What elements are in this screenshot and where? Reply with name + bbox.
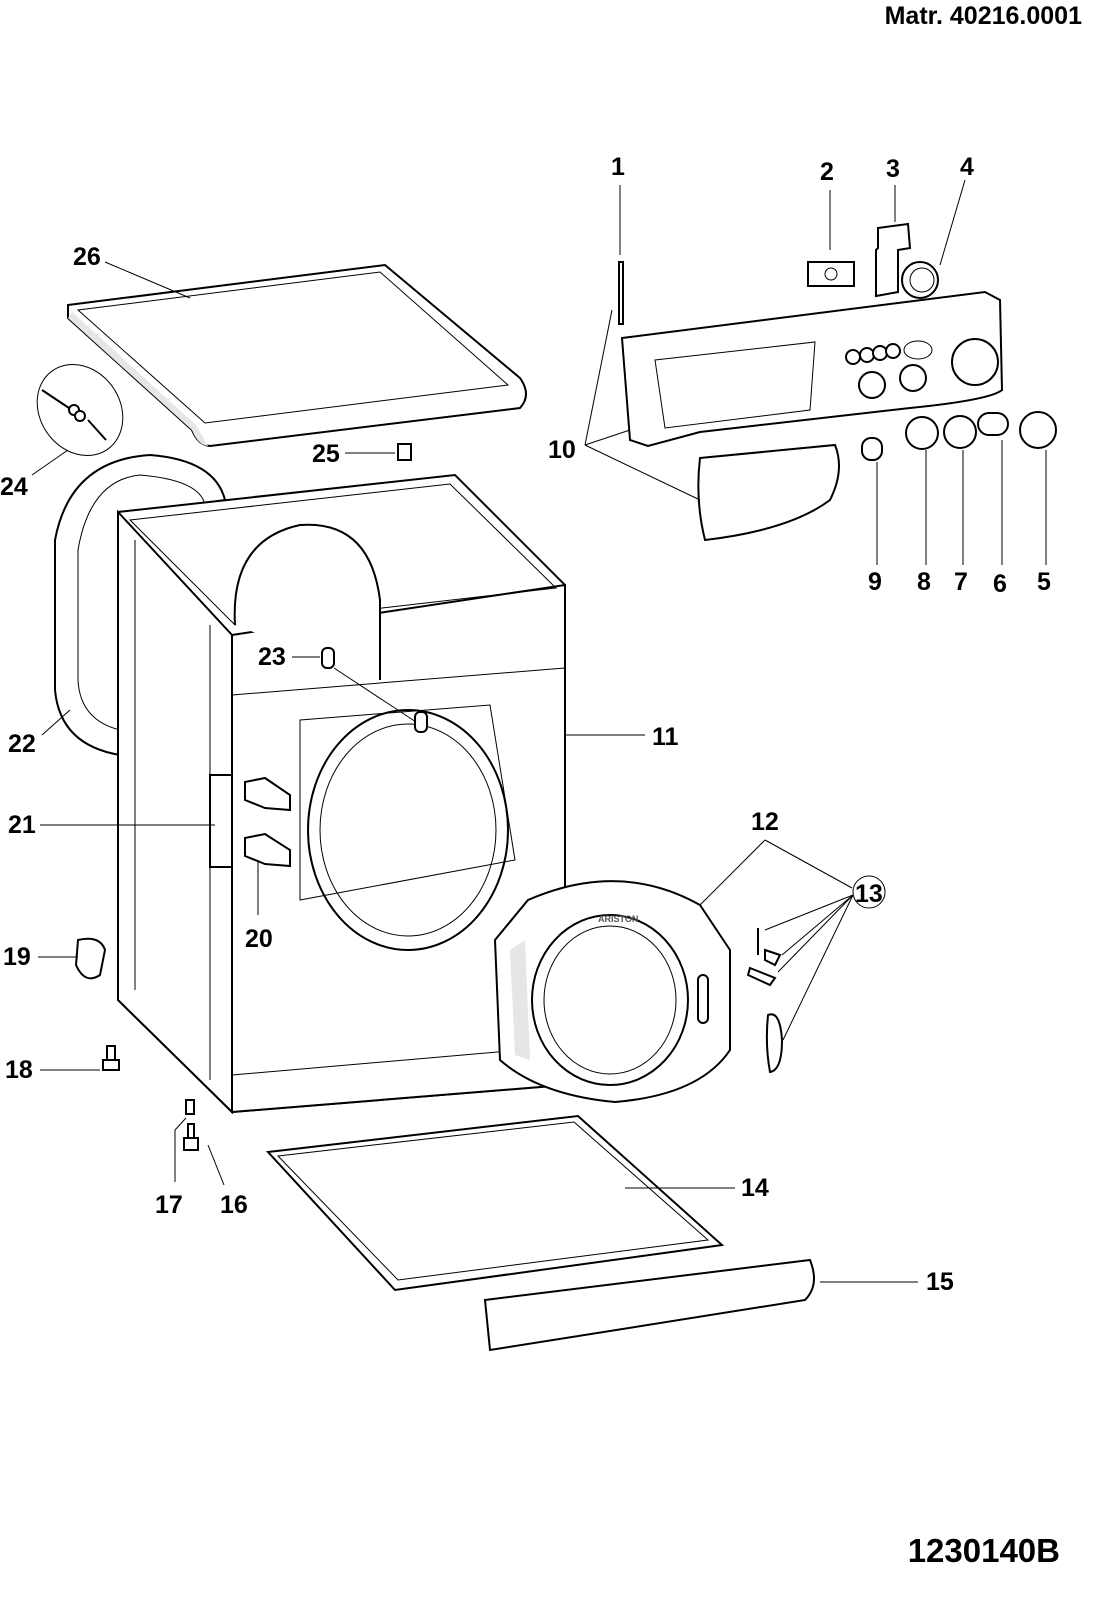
callout-13: 13	[855, 880, 883, 908]
foot-18	[102, 1045, 120, 1071]
callout-19: 19	[3, 943, 31, 971]
callout-2: 2	[820, 158, 834, 186]
callout-15: 15	[926, 1268, 954, 1296]
rear-gasket	[54, 453, 227, 757]
kickplate	[483, 1258, 815, 1352]
foot-16-17	[183, 1099, 199, 1151]
callout-6: 6	[993, 570, 1007, 598]
callout-4: 4	[960, 153, 974, 181]
callout-23: 23	[258, 643, 286, 671]
bracket-3	[875, 222, 912, 298]
callout-18: 18	[5, 1056, 33, 1084]
door-hinge-parts	[746, 875, 886, 1074]
callout-12: 12	[751, 808, 779, 836]
callout-1: 1	[611, 153, 625, 181]
leader-lines	[31, 179, 1047, 1283]
hinges	[244, 776, 291, 868]
callout-14: 14	[741, 1174, 769, 1202]
callout-5: 5	[1037, 568, 1051, 596]
part-19	[74, 937, 107, 980]
callout-21: 21	[8, 811, 36, 839]
control-panel	[620, 290, 1057, 542]
callout-10: 10	[548, 436, 576, 464]
callout-24: 24	[0, 473, 28, 501]
ring-4	[901, 261, 939, 299]
side-bracket	[209, 774, 233, 868]
worktop-panel	[265, 1114, 725, 1292]
door-brand: ARISTON	[598, 914, 638, 924]
callout-3: 3	[886, 155, 900, 183]
clip-part	[397, 443, 412, 461]
screw-kit	[36, 363, 124, 457]
callout-11: 11	[652, 723, 679, 751]
door-assembly: ARISTON	[493, 880, 731, 1104]
callout-16: 16	[220, 1191, 248, 1219]
callout-20: 20	[245, 925, 273, 953]
rod-1	[618, 261, 624, 325]
drawing-code: 1230140B	[907, 1532, 1060, 1569]
callout-7: 7	[954, 568, 968, 596]
callout-25: 25	[312, 440, 340, 468]
plate-2	[807, 261, 855, 287]
callout-labels: 1 2 3 4 5 6 7 8 9 10 11 12 13 14 15 16 1…	[0, 153, 1051, 1296]
callout-26: 26	[73, 243, 101, 271]
callout-8: 8	[917, 568, 931, 596]
top-cover	[67, 263, 527, 448]
callout-9: 9	[868, 568, 882, 596]
callout-22: 22	[8, 730, 36, 758]
material-number: Matr. 40216.0001	[884, 2, 1082, 30]
callout-17: 17	[155, 1191, 183, 1219]
